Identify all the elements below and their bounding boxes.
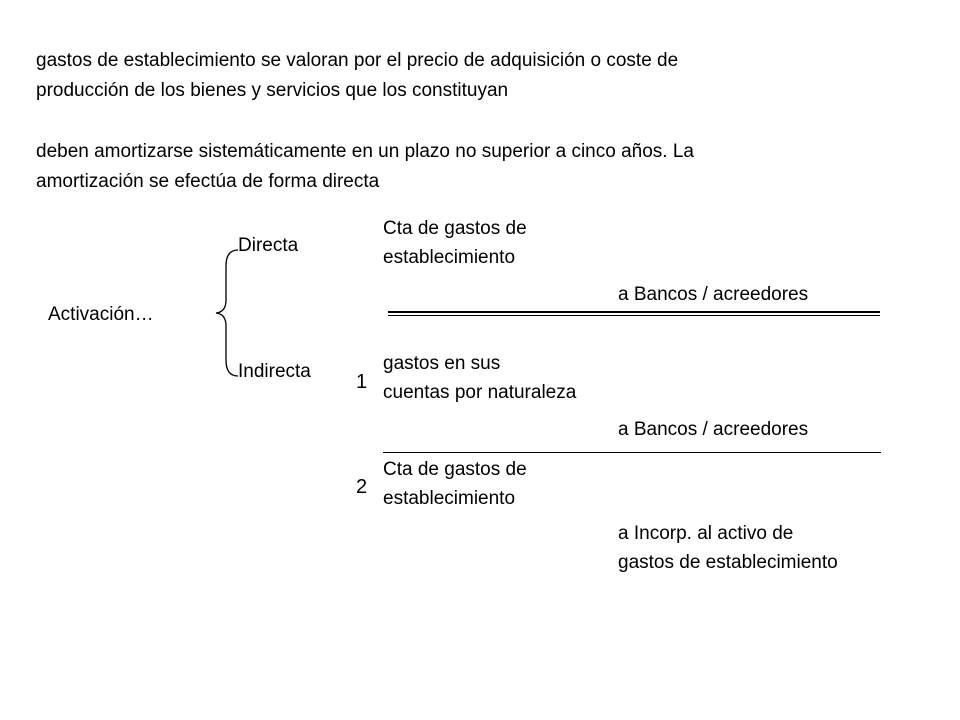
direct-debit-line-2: establecimiento	[383, 247, 516, 268]
intro-paragraph-1-line-1: gastos de establecimiento se valoran por…	[36, 50, 679, 71]
step-1-debit-line-2: cuentas por naturaleza	[383, 382, 577, 403]
step-2-credit-line-2: gastos de establecimiento	[618, 552, 838, 573]
step-2-debit-line-1: Cta de gastos de	[383, 459, 527, 480]
step-1-credit-line: a Bancos / acreedores	[618, 419, 809, 440]
direct-credit-line: a Bancos / acreedores	[618, 284, 809, 305]
step-2-credit-line-1: a Incorp. al activo de	[618, 523, 794, 544]
direct-entry-rule-top	[388, 311, 880, 313]
root-label: Activación…	[48, 304, 154, 325]
step-1-rule	[383, 452, 881, 453]
step-1-debit-line-1: gastos en sus	[383, 353, 501, 374]
step-1-number: 1	[356, 371, 368, 393]
brace-icon	[215, 249, 239, 377]
branch-direct-label: Directa	[238, 235, 299, 256]
intro-paragraph-2-line-2: amortización se efectúa de forma directa	[36, 171, 380, 192]
direct-debit-line-1: Cta de gastos de	[383, 218, 527, 239]
direct-entry-rule-bottom	[388, 315, 880, 316]
step-2-debit-line-2: establecimiento	[383, 488, 516, 509]
step-2-number: 2	[356, 476, 368, 498]
intro-paragraph-2-line-1: deben amortizarse sistemáticamente en un…	[36, 141, 694, 162]
branch-indirect-label: Indirecta	[238, 361, 311, 382]
intro-paragraph-1-line-2: producción de los bienes y servicios que…	[36, 80, 509, 101]
